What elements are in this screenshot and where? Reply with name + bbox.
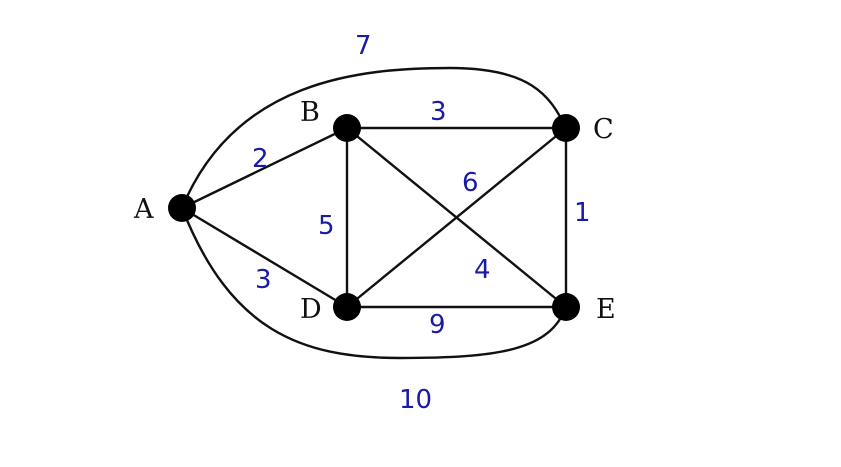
weight-b-d: 5 — [318, 211, 335, 241]
node-a — [168, 194, 196, 222]
edge-a-b — [180, 126, 349, 210]
weight-b-c: 3 — [430, 97, 447, 127]
node-label-b: B — [300, 97, 320, 128]
weight-a-c: 7 — [355, 31, 372, 61]
weight-b-e: 4 — [474, 255, 491, 285]
weight-a-b: 2 — [252, 144, 269, 174]
edge-a-d — [180, 206, 349, 309]
node-b — [333, 114, 361, 142]
weight-d-e: 9 — [429, 310, 446, 340]
node-label-d: D — [300, 294, 322, 325]
weight-c-d: 6 — [462, 168, 479, 198]
edges — [180, 66, 568, 360]
nodes — [168, 114, 580, 321]
weight-a-d: 3 — [255, 265, 272, 295]
edge-c-d — [345, 126, 568, 309]
node-label-e: E — [596, 294, 616, 325]
weight-c-e: 1 — [574, 198, 591, 228]
weight-a-e: 10 — [399, 385, 432, 415]
node-e — [552, 293, 580, 321]
edge-weights: 2 7 3 10 3 5 4 6 1 9 — [252, 31, 591, 415]
edge-a-c — [180, 66, 568, 210]
node-d — [333, 293, 361, 321]
node-label-c: C — [593, 114, 614, 145]
node-labels: A B C D E — [133, 97, 616, 325]
node-c — [552, 114, 580, 142]
edge-a-e — [180, 206, 568, 360]
node-label-a: A — [133, 194, 154, 225]
